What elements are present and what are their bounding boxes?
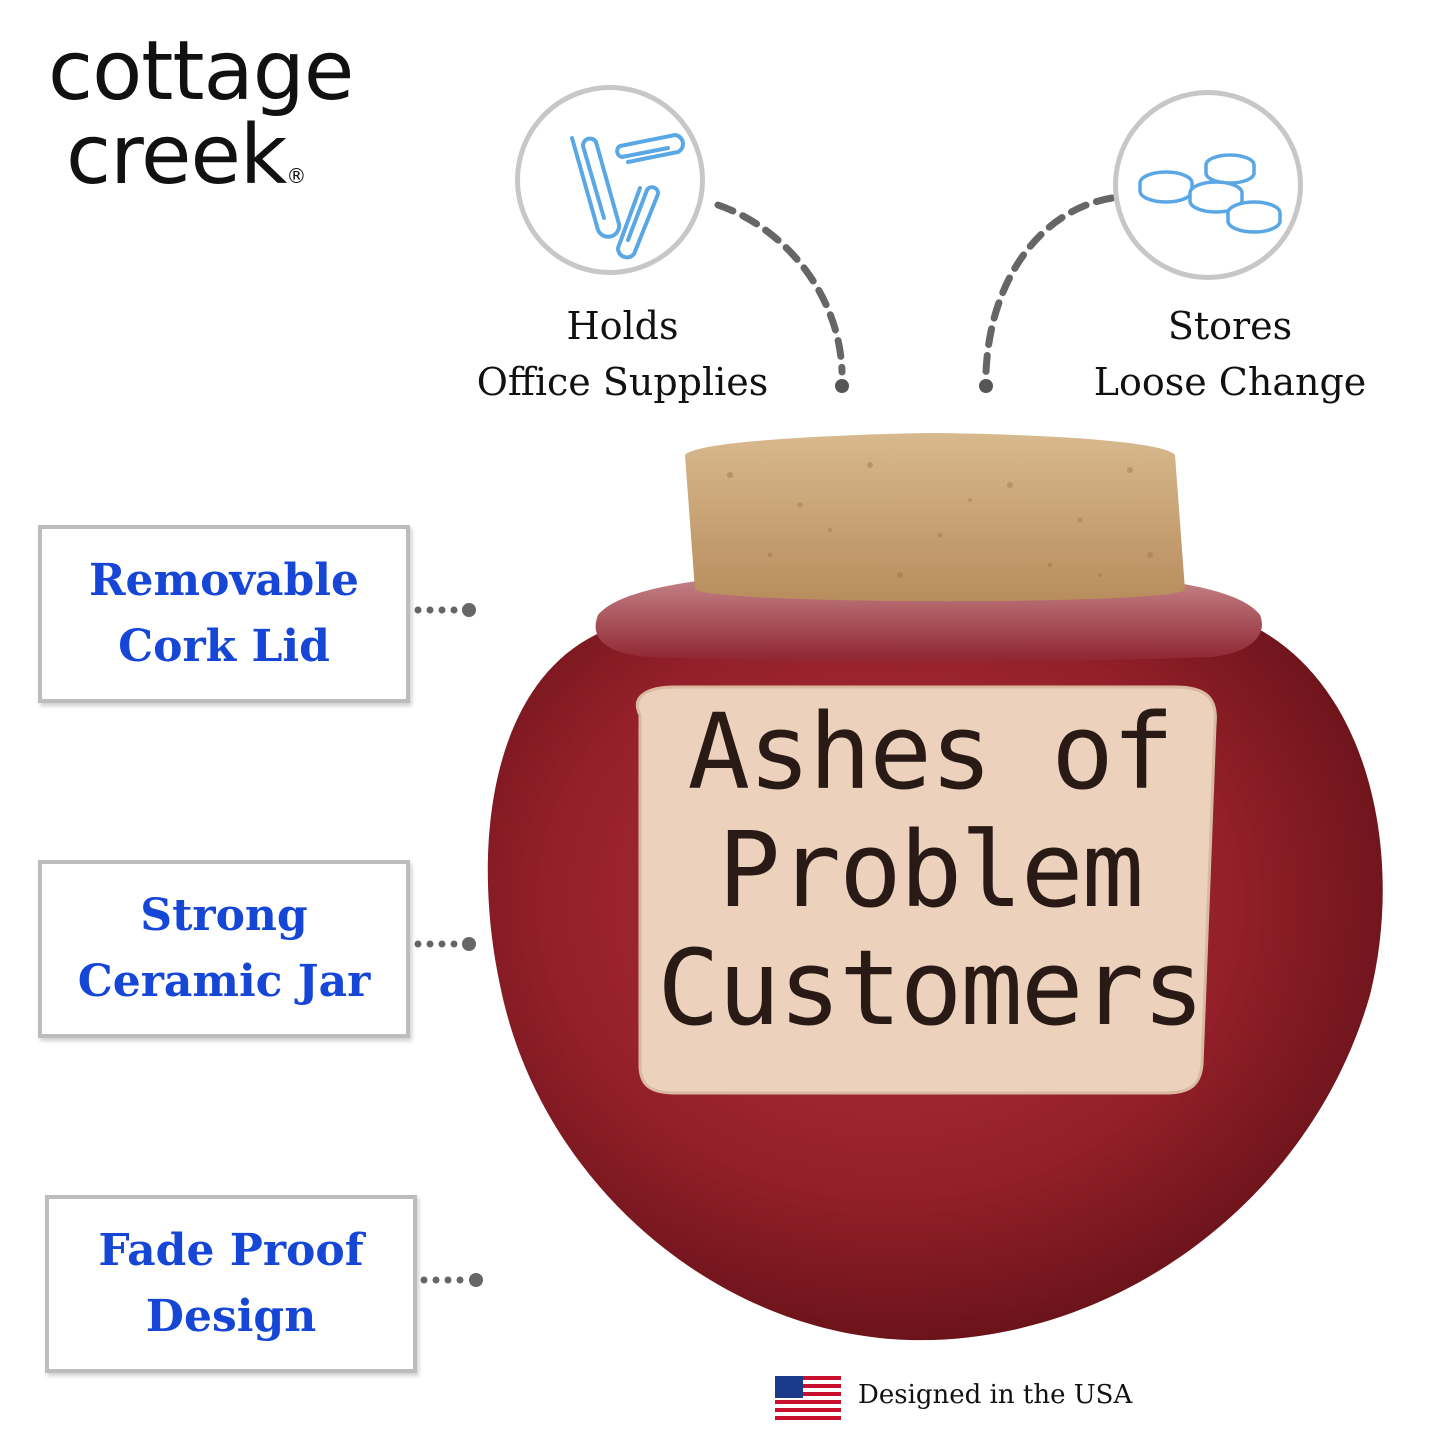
registered-mark: ® [286, 164, 307, 188]
connector-fade-proof [420, 1273, 483, 1287]
jar-label-line-1: Ashes of [687, 691, 1175, 813]
logo-line-2: creek [66, 108, 287, 203]
loose-change-label: Stores Loose Change [1093, 304, 1367, 404]
jar-label-line-2: Problem [717, 809, 1144, 931]
connector-dot-change [979, 379, 993, 393]
cork-lid [685, 433, 1185, 602]
connector-ceramic-jar [414, 937, 476, 951]
office-supplies-label: Holds Office Supplies [476, 304, 769, 404]
us-flag-icon [775, 1376, 841, 1420]
jar-label-plate [636, 685, 1217, 1095]
jar-label-text: Ashes of Problem Customers [650, 693, 1210, 1047]
logo-line-1: cottage [48, 24, 354, 119]
ceramic-jar [487, 433, 1383, 1341]
connector-loose-change [982, 194, 1116, 376]
brand-logo: cottage creek® [48, 30, 368, 218]
paperclips-icon [570, 132, 685, 260]
connector-cork-lid [414, 603, 476, 617]
coins-icon [1138, 153, 1282, 234]
loose-change-badge [1113, 90, 1303, 280]
cork-texture [727, 462, 1153, 578]
connector-dot-office [835, 379, 849, 393]
connector-office-supplies [714, 201, 846, 376]
jar-label-line-3: Customers [657, 927, 1205, 1049]
office-supplies-badge [515, 85, 705, 275]
designed-in-usa-text: Designed in the USA [858, 1380, 1133, 1410]
